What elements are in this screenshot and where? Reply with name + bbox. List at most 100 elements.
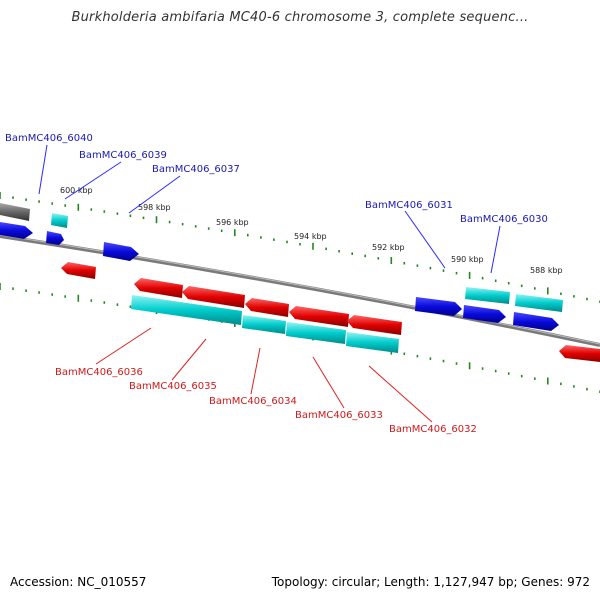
gene-label-bottom[interactable]: BamMC406_6034	[209, 396, 297, 407]
gene-label-top[interactable]: BamMC406_6031	[365, 200, 453, 211]
map-title: Burkholderia ambifaria MC40-6 chromosome…	[71, 10, 529, 25]
minor-tick	[520, 284, 523, 288]
minor-tick	[338, 250, 340, 253]
minor-tick	[442, 359, 445, 363]
orf-bar[interactable]	[131, 295, 242, 325]
minor-tick	[586, 387, 588, 391]
major-tick	[77, 203, 80, 211]
accession-label: Accession:	[10, 575, 74, 589]
minor-tick	[207, 227, 210, 230]
minor-tick	[299, 243, 301, 246]
minor-tick	[481, 367, 484, 370]
gene-features-reverse	[61, 262, 600, 362]
minor-tick	[325, 247, 327, 251]
kbp-label: 596 kbp	[216, 218, 249, 227]
kbp-label: 592 kbp	[372, 243, 405, 252]
topology-label: Topology:	[271, 575, 328, 589]
length-value: 1,127,947 bp	[433, 575, 514, 589]
major-tick	[390, 257, 393, 264]
minor-tick	[116, 212, 119, 215]
gene-label-top[interactable]: BamMC406_6039	[79, 150, 167, 161]
minor-tick	[51, 202, 53, 205]
minor-tick	[129, 305, 132, 308]
gene-label-top[interactable]: BamMC406_6037	[152, 164, 240, 175]
minor-tick	[142, 216, 145, 220]
minor-tick	[90, 299, 93, 302]
minor-tick	[416, 354, 419, 358]
minor-tick	[560, 382, 562, 386]
minor-tick	[455, 271, 458, 275]
gene-arrow[interactable]	[0, 222, 33, 239]
kbp-label: 588 kbp	[530, 266, 563, 275]
minor-tick	[442, 269, 445, 272]
label-leaders-bottom	[95, 327, 433, 423]
minor-tick	[38, 200, 40, 203]
gene-label-top[interactable]: BamMC406_6040	[5, 133, 93, 144]
minor-tick	[12, 196, 14, 199]
minor-tick	[90, 208, 93, 211]
minor-tick	[273, 238, 275, 241]
minor-tick	[534, 287, 536, 290]
label-leaders-top	[38, 144, 501, 274]
gene-arrow[interactable]	[289, 306, 349, 327]
minor-tick	[364, 254, 366, 258]
gene-label-bottom[interactable]: BamMC406_6032	[389, 424, 477, 435]
gene-arrow[interactable]	[61, 262, 96, 279]
major-tick	[155, 216, 158, 224]
gene-arrow[interactable]	[0, 203, 30, 221]
minor-tick	[573, 385, 575, 388]
gene-arrow[interactable]	[245, 298, 289, 317]
minor-tick	[64, 204, 66, 207]
topology-value: circular	[331, 575, 377, 589]
minor-tick	[494, 279, 497, 282]
gene-arrow[interactable]	[465, 287, 510, 304]
gene-label-top[interactable]: BamMC406_6030	[460, 214, 548, 225]
kbp-label: 590 kbp	[451, 255, 484, 264]
gene-arrow[interactable]	[515, 294, 563, 312]
orf-bar[interactable]	[286, 322, 346, 344]
gene-arrow[interactable]	[559, 345, 600, 362]
gene-features-forward	[0, 203, 563, 331]
gene-arrow[interactable]	[134, 278, 183, 298]
gene-arrow[interactable]	[347, 315, 402, 335]
minor-tick	[481, 276, 484, 280]
minor-tick	[573, 295, 575, 298]
major-tick	[547, 377, 549, 385]
minor-tick	[494, 369, 497, 373]
minor-tick	[455, 362, 458, 365]
gene-arrow[interactable]	[463, 305, 506, 323]
gene-arrow[interactable]	[415, 297, 462, 316]
gene-label-bottom[interactable]: BamMC406_6033	[295, 410, 383, 421]
gene-arrow[interactable]	[513, 312, 559, 331]
orf-bar[interactable]	[242, 315, 286, 334]
minor-tick	[168, 220, 171, 224]
kbp-label: 598 kbp	[138, 203, 171, 212]
genome-stats: Topology: circular; Length: 1,127,947 bp…	[271, 575, 590, 589]
major-tick	[77, 294, 80, 302]
accession-value: NC_010557	[77, 575, 147, 589]
minor-tick	[416, 264, 419, 267]
minor-tick	[520, 374, 523, 378]
gene-arrow[interactable]	[103, 242, 139, 261]
major-tick	[468, 271, 471, 279]
genes-label: Genes:	[521, 575, 564, 589]
gene-label-bottom[interactable]: BamMC406_6035	[129, 381, 217, 392]
kbp-label: 594 kbp	[294, 232, 327, 241]
minor-tick	[403, 262, 406, 265]
scale-outer-ring	[0, 192, 600, 303]
minor-tick	[286, 240, 288, 244]
minor-tick	[51, 293, 53, 296]
gene-label-bottom[interactable]: BamMC406_6036	[55, 367, 143, 378]
length-label: Length:	[384, 575, 430, 589]
orf-bar[interactable]	[346, 332, 399, 353]
minor-tick	[403, 352, 406, 355]
gene-arrow[interactable]	[46, 231, 64, 245]
gene-arrow[interactable]	[182, 286, 245, 308]
minor-tick	[507, 282, 510, 285]
minor-tick	[507, 372, 510, 375]
gene-arrow[interactable]	[51, 213, 68, 228]
chromosome-backbone	[0, 234, 600, 347]
minor-tick	[429, 357, 432, 360]
minor-tick	[38, 291, 40, 294]
